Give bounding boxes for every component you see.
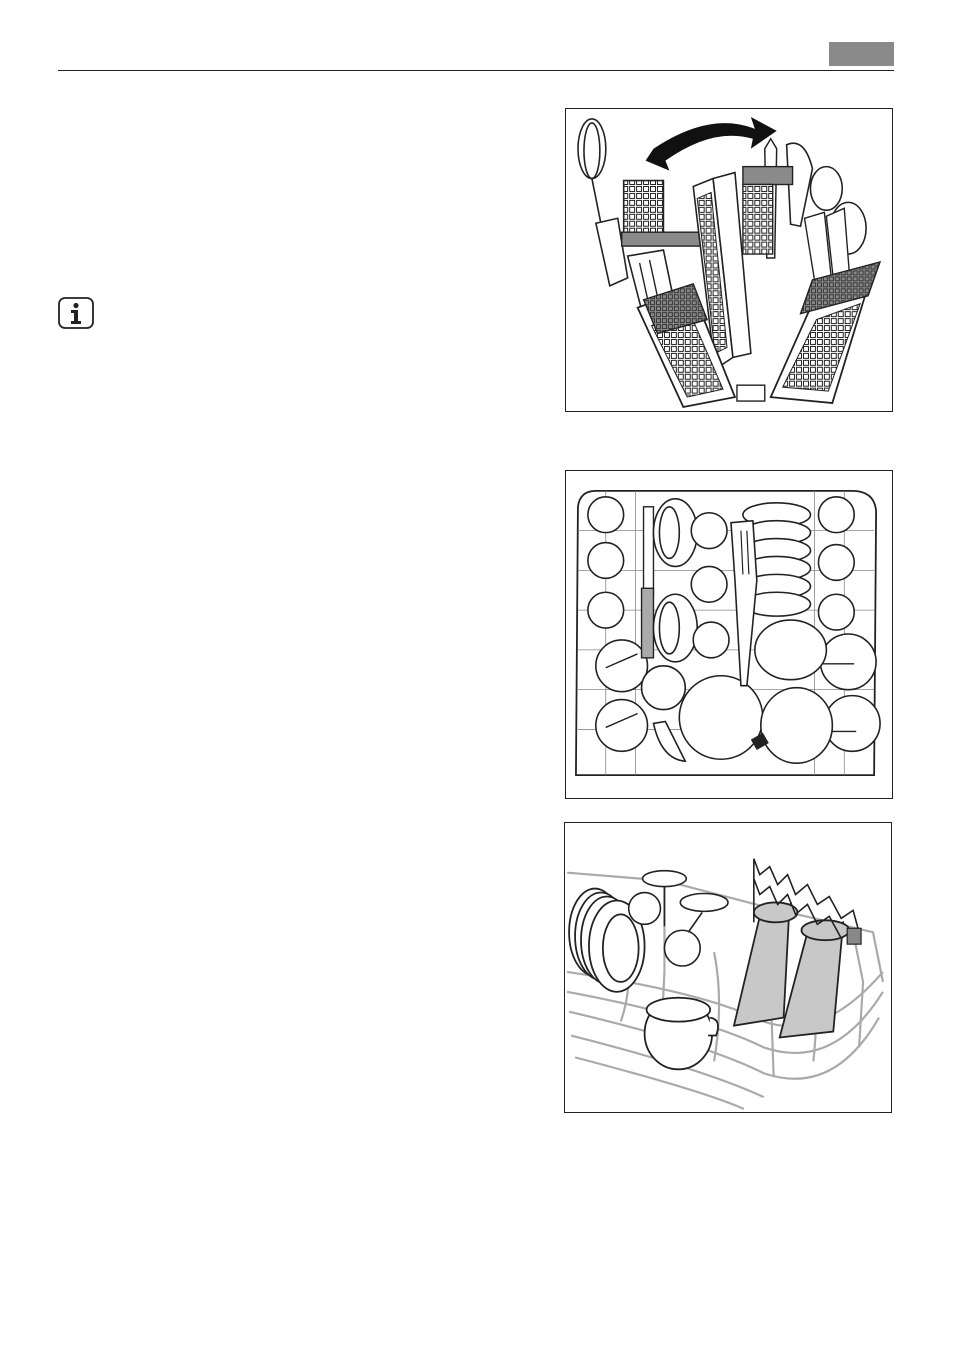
lower-basket-top-view-illustration	[565, 470, 893, 799]
info-icon	[58, 297, 94, 329]
cutlery-basket-illustration	[565, 108, 893, 412]
language-tab	[829, 42, 894, 66]
rotate-arrow-icon	[646, 117, 777, 171]
header-rule	[58, 70, 894, 71]
upper-basket-perspective-illustration	[564, 822, 892, 1113]
